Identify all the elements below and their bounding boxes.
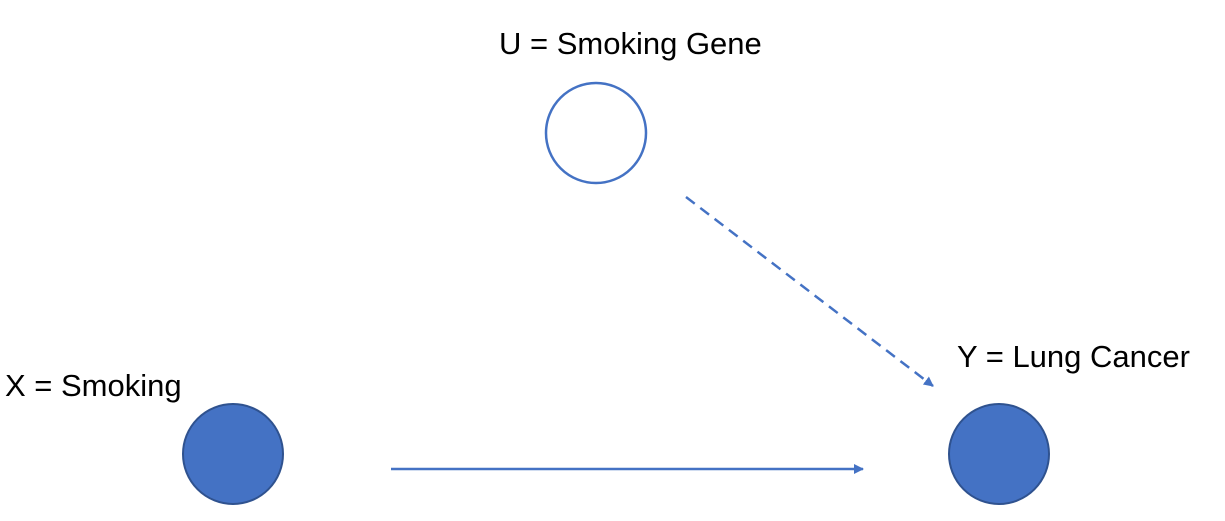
node-y-circle	[948, 403, 1050, 505]
edge-u-to-y	[685, 196, 934, 387]
node-u-circle	[544, 81, 648, 185]
node-u-label: U = Smoking Gene	[499, 26, 762, 61]
node-x-circle	[182, 403, 284, 505]
node-x-label: X = Smoking	[5, 368, 182, 403]
node-y-label: Y = Lung Cancer	[957, 339, 1190, 374]
